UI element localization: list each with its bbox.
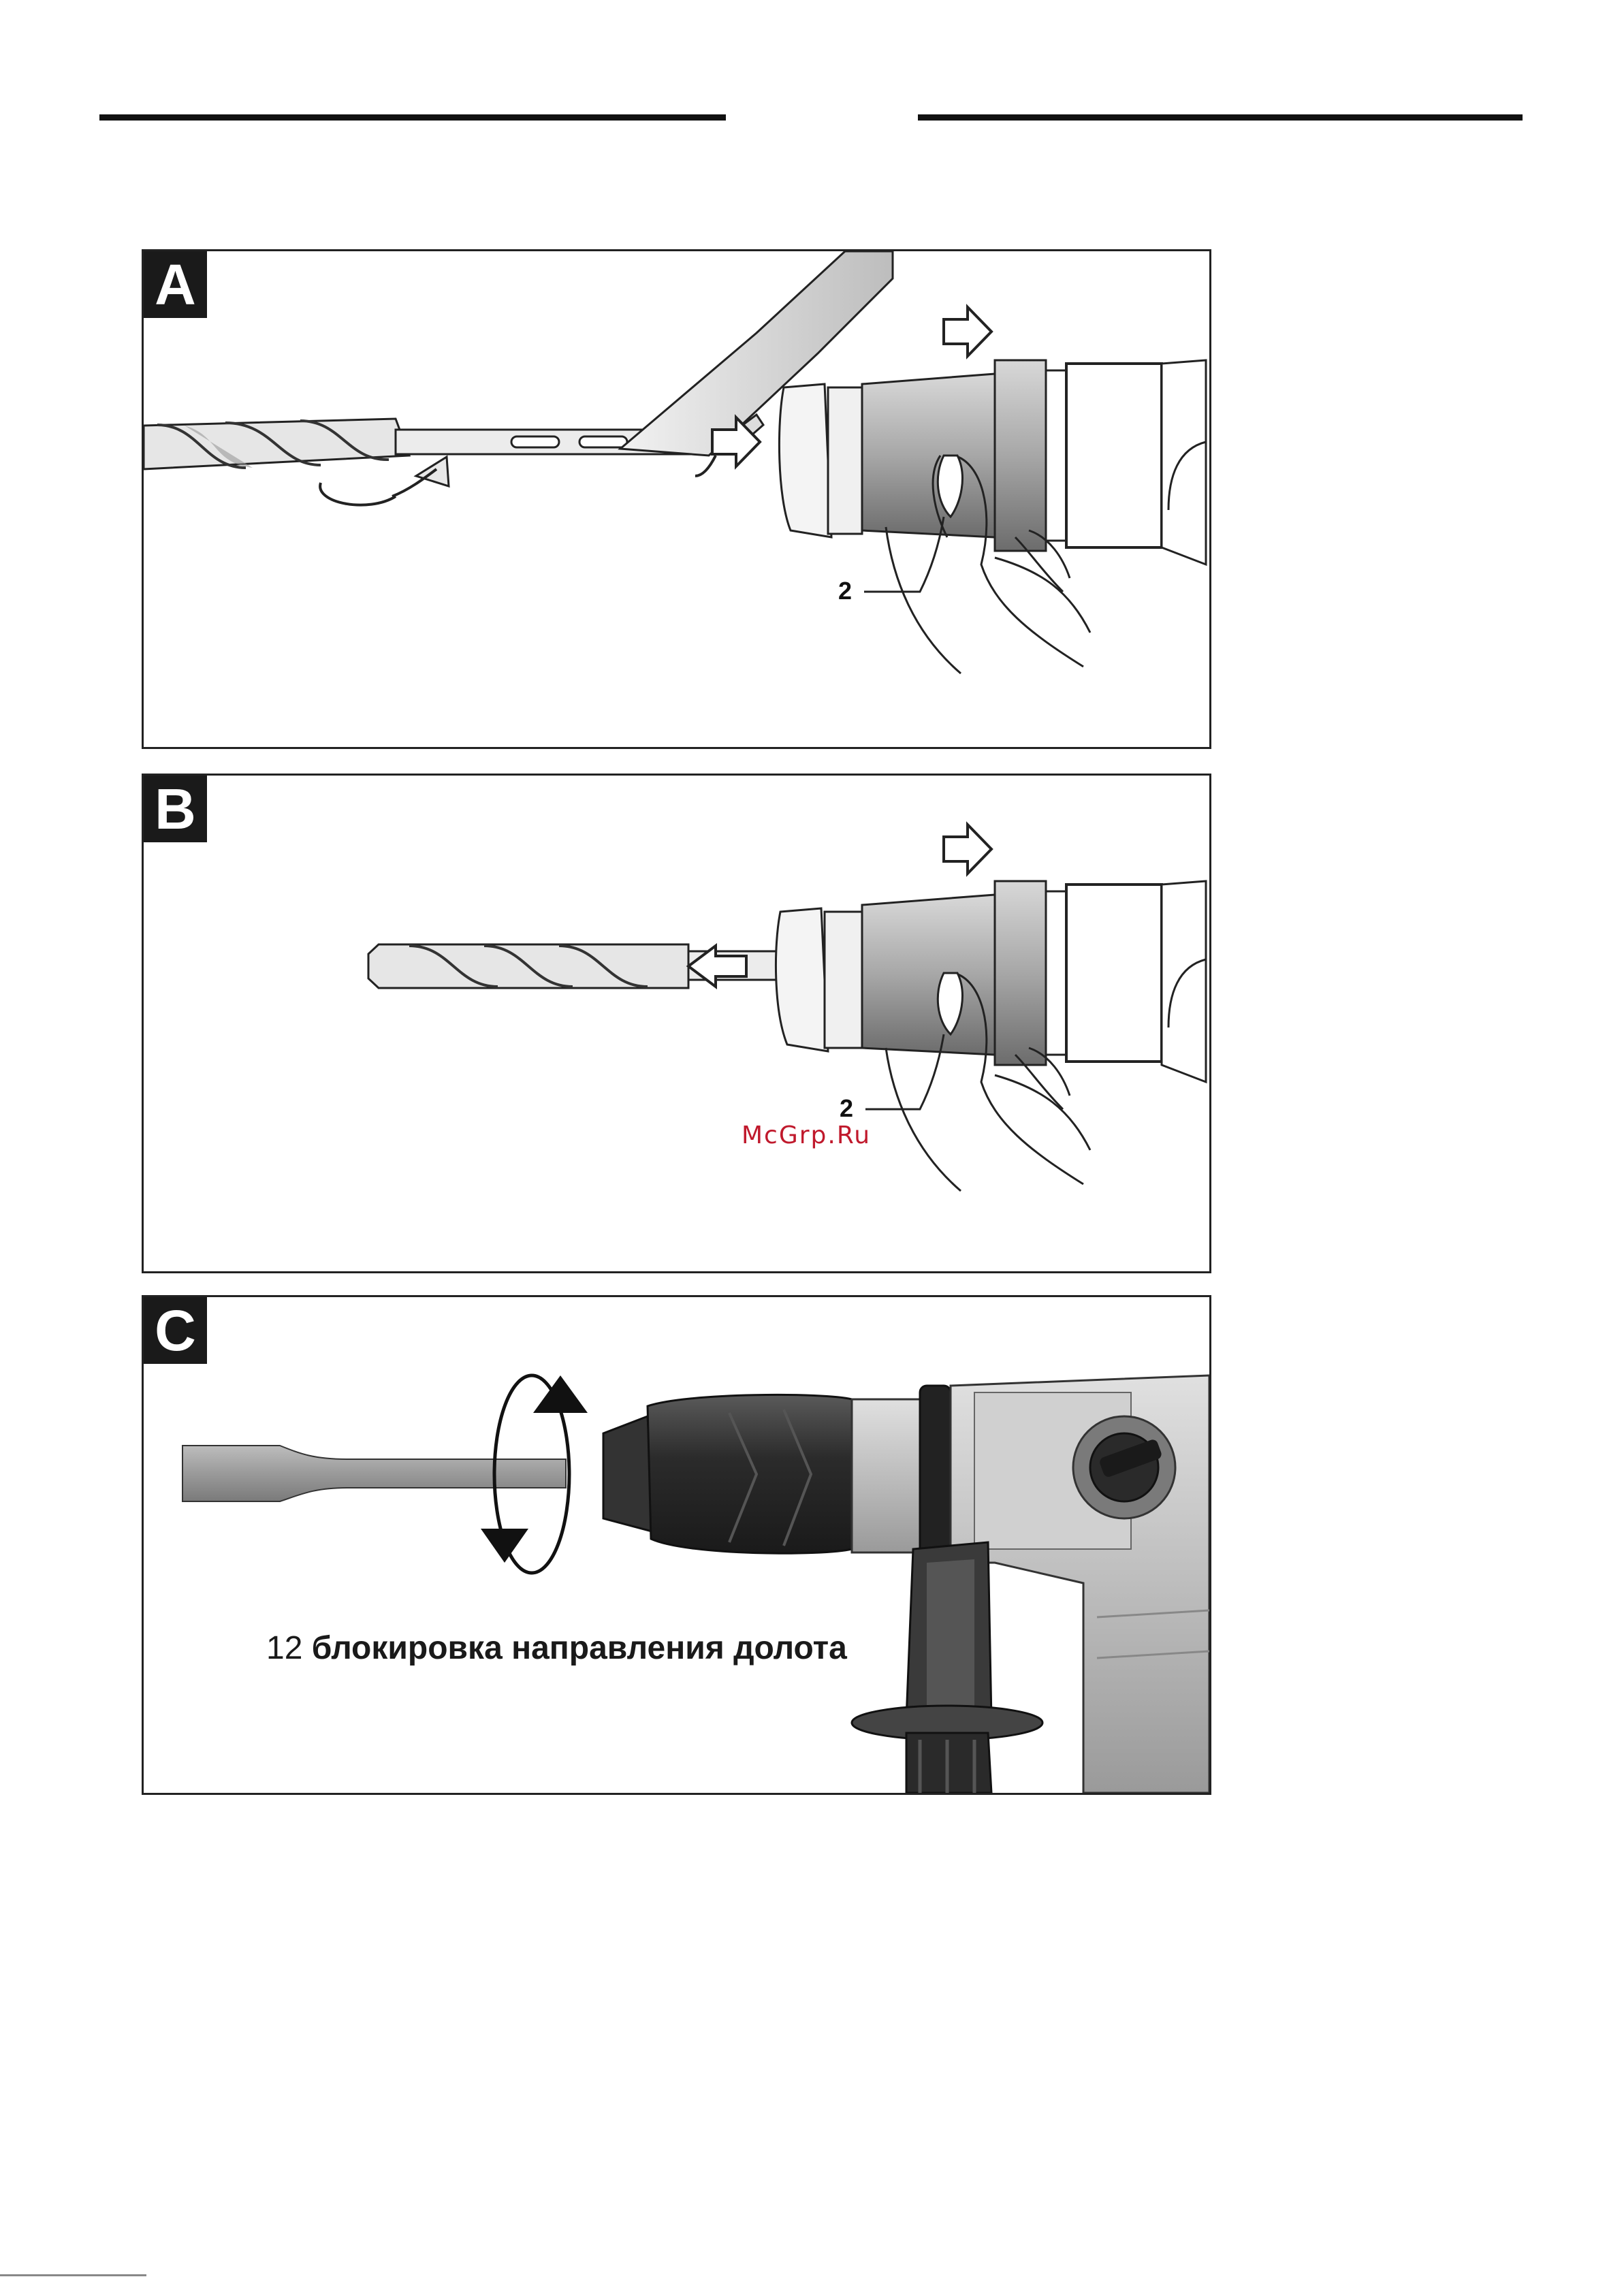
- illustration-b: [144, 776, 1209, 1271]
- watermark: McGrp.Ru: [742, 1121, 871, 1149]
- caption-chisel-direction-lock: 12 блокировка направления долота: [266, 1629, 847, 1667]
- header-rule-right: [918, 114, 1523, 121]
- callout-label-b: 2: [840, 1094, 853, 1123]
- header-rule-left: [99, 114, 726, 121]
- illustration-a: [144, 251, 1209, 747]
- panel-badge-a: A: [144, 251, 207, 318]
- caption-number: 12: [266, 1630, 302, 1666]
- figure-panel-a: A 2: [142, 249, 1211, 749]
- caption-text: блокировка направления долота: [312, 1630, 847, 1666]
- footer-rule: [0, 2274, 146, 2276]
- figure-panel-c: C 12 блокировка направления долота: [142, 1295, 1211, 1795]
- illustration-c: [144, 1297, 1209, 1793]
- panel-badge-b: B: [144, 776, 207, 842]
- figure-panel-b: B 2 McGrp.Ru: [142, 774, 1211, 1273]
- panel-badge-c: C: [144, 1297, 207, 1364]
- callout-label-a: 2: [838, 577, 852, 605]
